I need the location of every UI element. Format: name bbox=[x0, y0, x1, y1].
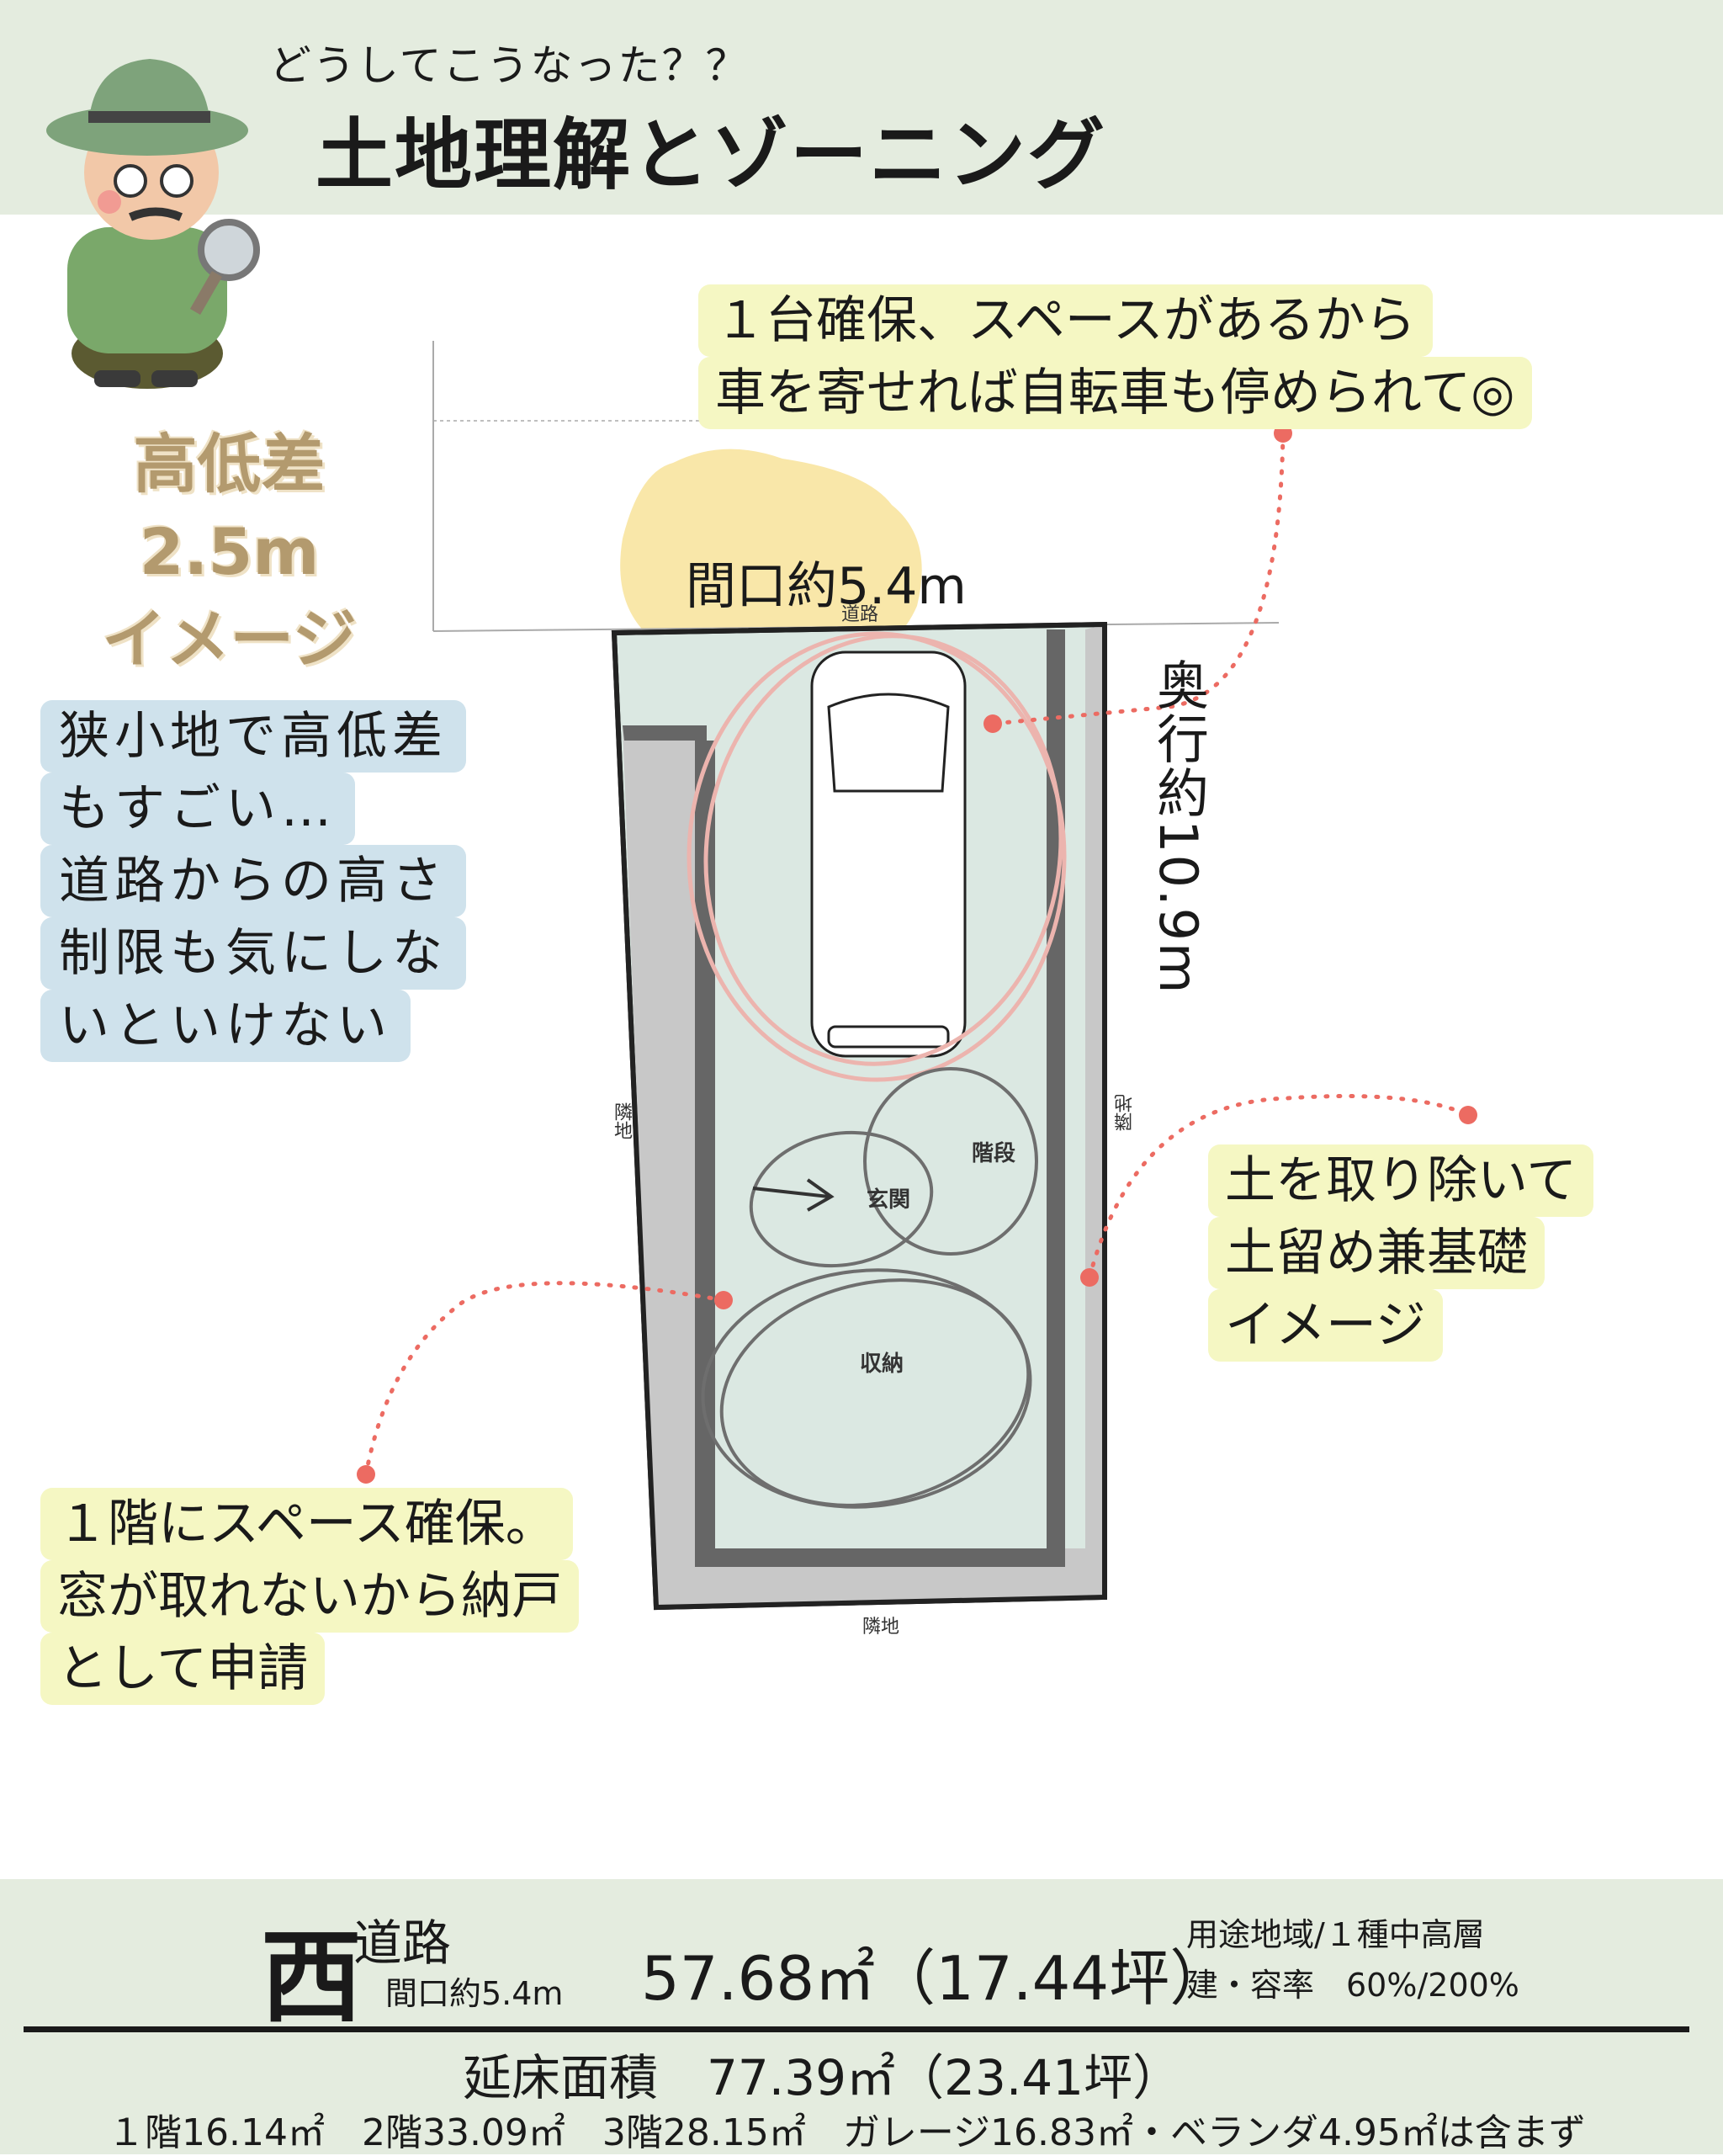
page-subtitle: どうしてこうなった？？ bbox=[269, 41, 750, 90]
footer-divider bbox=[24, 2026, 1689, 2032]
elevation-line1: 高低差 bbox=[133, 427, 326, 502]
footer-frontage: 間口約5.4m bbox=[385, 1975, 564, 2012]
storage-note: １階にスペース確保。 窓が取れないから納戸 として申請 bbox=[40, 1488, 579, 1705]
site-area: 57.68㎡（17.44坪） bbox=[641, 1943, 1231, 2014]
parking-note-line1: １台確保、スペースがあるから bbox=[698, 284, 1433, 357]
depth-dimension: 奥行約10.9m bbox=[1148, 658, 1209, 996]
parking-note-line2: 車を寄せれば自転車も停められて◎ bbox=[698, 357, 1532, 429]
page-title: 土地理解とゾーニング bbox=[315, 110, 1107, 200]
storage-note-line3: として申請 bbox=[40, 1633, 326, 1705]
elevation-line2: 2.5m bbox=[139, 514, 320, 589]
entrance-label: 玄関 bbox=[867, 1187, 911, 1213]
elevation-caption: 高低差 2.5m イメージ bbox=[84, 421, 374, 683]
retaining-note-line2: 土留め兼基礎 bbox=[1208, 1217, 1545, 1289]
storage-note-line1: １階にスペース確保。 bbox=[40, 1488, 573, 1560]
road-direction-label: 道路 bbox=[353, 1914, 452, 1972]
zoning-sketches bbox=[701, 1067, 1038, 1509]
neighbor-right-label: 隣地 bbox=[1115, 1094, 1136, 1131]
neighbor-left-label: 隣地 bbox=[611, 1102, 632, 1139]
footer-band bbox=[0, 1879, 1723, 2154]
stairs-label: 階段 bbox=[972, 1141, 1016, 1166]
storage-label: 収納 bbox=[860, 1351, 904, 1377]
site-note-line5: いといけない bbox=[40, 990, 411, 1062]
retaining-note: 土を取り除いて 土留め兼基礎 イメージ bbox=[1208, 1144, 1594, 1362]
retaining-note-line1: 土を取り除いて bbox=[1208, 1144, 1594, 1217]
site-note-line2: もすごい… bbox=[40, 773, 355, 845]
road-label: 道路 bbox=[841, 604, 879, 625]
zoning-type: 用途地域/１種中高層 bbox=[1186, 1916, 1485, 1953]
storage-note-line2: 窓が取れないから納戸 bbox=[40, 1560, 579, 1633]
car-icon bbox=[810, 651, 967, 1058]
coverage-ratio: 建・容率 60%/200% bbox=[1186, 1967, 1519, 2004]
header-band bbox=[0, 0, 1723, 215]
total-floor-area: 延床面積 77.39㎡（23.41坪） bbox=[463, 2049, 1182, 2106]
site-note-line3: 道路からの高さ bbox=[40, 845, 466, 917]
detective-icon bbox=[46, 59, 260, 389]
neighbor-bottom-label: 隣地 bbox=[862, 1617, 900, 1638]
frontage-dimension: 間口約5.4m bbox=[686, 557, 967, 616]
retaining-note-line3: イメージ bbox=[1208, 1289, 1443, 1362]
site-note: 狭小地で高低差 もすごい… 道路からの高さ 制限も気にしな いといけない bbox=[40, 700, 466, 1062]
leader-lines bbox=[363, 431, 1471, 1477]
elevation-line3: イメージ bbox=[102, 602, 357, 677]
direction-label: 西 bbox=[261, 1918, 362, 2037]
frontage-highlight bbox=[620, 449, 922, 675]
site-note-line1: 狭小地で高低差 bbox=[40, 700, 466, 773]
site-note-line4: 制限も気にしな bbox=[40, 917, 466, 990]
parking-note: １台確保、スペースがあるから 車を寄せれば自転車も停められて◎ bbox=[698, 284, 1532, 429]
floor-breakdown: １階16.14㎡ 2階33.09㎡ 3階28.15㎡ ガレージ16.83㎡・ベラ… bbox=[108, 2111, 1586, 2154]
parking-zone bbox=[687, 631, 1067, 1082]
parking-ellipse bbox=[687, 631, 1067, 1082]
